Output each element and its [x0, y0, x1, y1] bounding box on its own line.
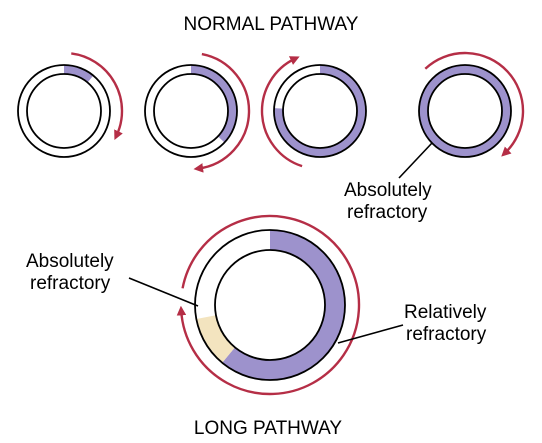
normal-pathway-stage-1: [17, 52, 124, 158]
long-pathway-title: LONG PATHWAY: [194, 418, 342, 439]
absolutely-refractory-label-large: Absolutely refractory: [26, 251, 119, 294]
ring-inner-edge: [214, 249, 326, 361]
normal-pathway-stage-4: [418, 51, 525, 158]
ring-outer-edge: [418, 64, 512, 158]
ring-inner-edge: [427, 73, 503, 149]
absolute-refractory-segment: [64, 65, 94, 83]
normal-pathway-title: NORMAL PATHWAY: [184, 14, 359, 35]
ring-outer-edge: [144, 64, 238, 158]
relatively-refractory-label: Relatively refractory: [404, 302, 492, 345]
absolutely-refractory-label-small: Absolutely refractory: [344, 180, 437, 223]
propagation-arrow: [71, 52, 124, 141]
ring-outer-edge: [273, 64, 367, 158]
propagation-arrow: [260, 56, 303, 168]
normal-pathway-stage-2: [144, 52, 251, 173]
absolute-refractory-segment: [191, 65, 238, 143]
propagation-arrow: [424, 51, 525, 157]
normal-pathway-rings: [17, 51, 525, 173]
ring-inner-edge: [26, 73, 102, 149]
propagation-arrow: [193, 52, 251, 173]
absolutely-refractory-small-leader: [398, 142, 433, 179]
ring-inner-edge: [153, 73, 229, 149]
long-propagation-arrow: [176, 214, 361, 396]
relatively-refractory-leader: [337, 324, 404, 344]
ring-outer-edge: [17, 64, 111, 158]
long-pathway-ring: [176, 214, 361, 396]
ring-inner-edge: [282, 73, 358, 149]
absolutely-refractory-large-leader: [128, 277, 199, 307]
relative-refractory-segment: [196, 315, 235, 363]
normal-pathway-stage-3: [260, 56, 367, 168]
absolute-refractory-segment: [222, 230, 346, 380]
